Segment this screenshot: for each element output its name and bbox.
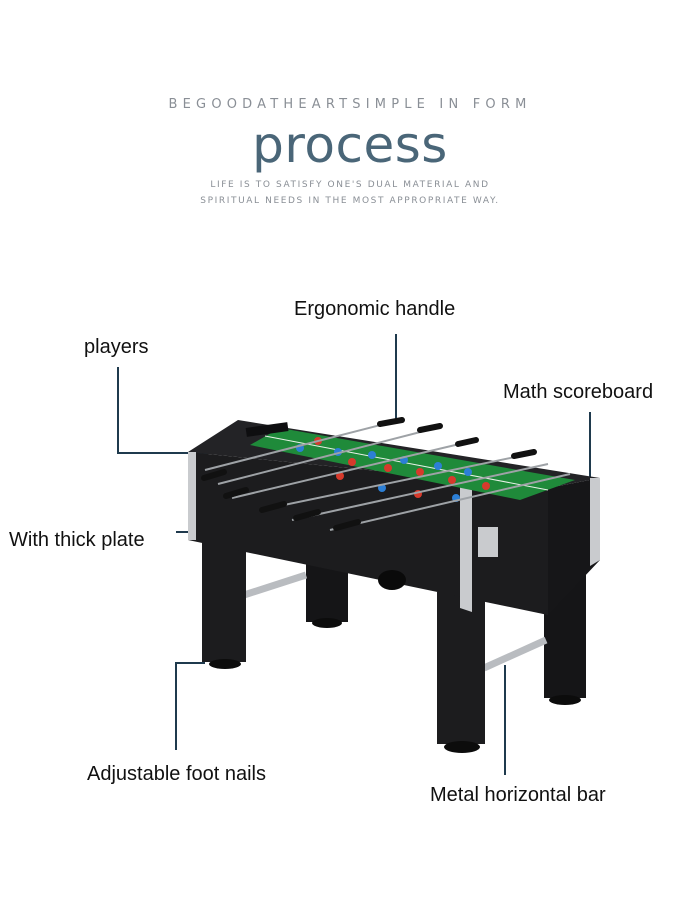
rods (204, 419, 571, 531)
back-horizontal-bar (242, 571, 308, 599)
table-right-side (548, 478, 600, 615)
front-horizontal-bar (482, 636, 548, 672)
right-corner-trim (590, 478, 600, 566)
callout-foot-nails: Adjustable foot nails (87, 763, 267, 785)
front-right-leg (437, 592, 485, 744)
table-front-side (188, 452, 548, 615)
front-corner-trim (460, 480, 472, 612)
back-left-foot (312, 618, 342, 628)
players-group (296, 437, 490, 502)
callout-thick-plate: With thick plate (9, 529, 145, 551)
front-left-leg (202, 540, 246, 662)
left-corner-trim (188, 452, 196, 540)
ball-return (378, 570, 406, 590)
handles (201, 417, 537, 531)
leader-foot-nails (175, 662, 205, 750)
back-right-foot (549, 695, 581, 705)
front-right-foot (444, 741, 480, 753)
coin-box (478, 527, 498, 557)
callout-players: players (84, 336, 149, 358)
page-title: process (252, 116, 448, 174)
callout-math-scoreboard: Math scoreboard (503, 381, 654, 403)
front-left-foot (209, 659, 241, 669)
subtitle-line-2: SPIRITUAL NEEDS IN THE MOST APPROPRIATE … (200, 196, 500, 206)
score-counter (245, 422, 289, 437)
callout-horizontal-bar: Metal horizontal bar (430, 784, 606, 806)
callout-ergonomic-handle: Ergonomic handle (294, 298, 456, 320)
tagline: BEGOODATHEARTSIMPLE IN FORM (168, 97, 532, 112)
subtitle-line-1: LIFE IS TO SATISFY ONE'S DUAL MATERIAL A… (210, 180, 490, 190)
